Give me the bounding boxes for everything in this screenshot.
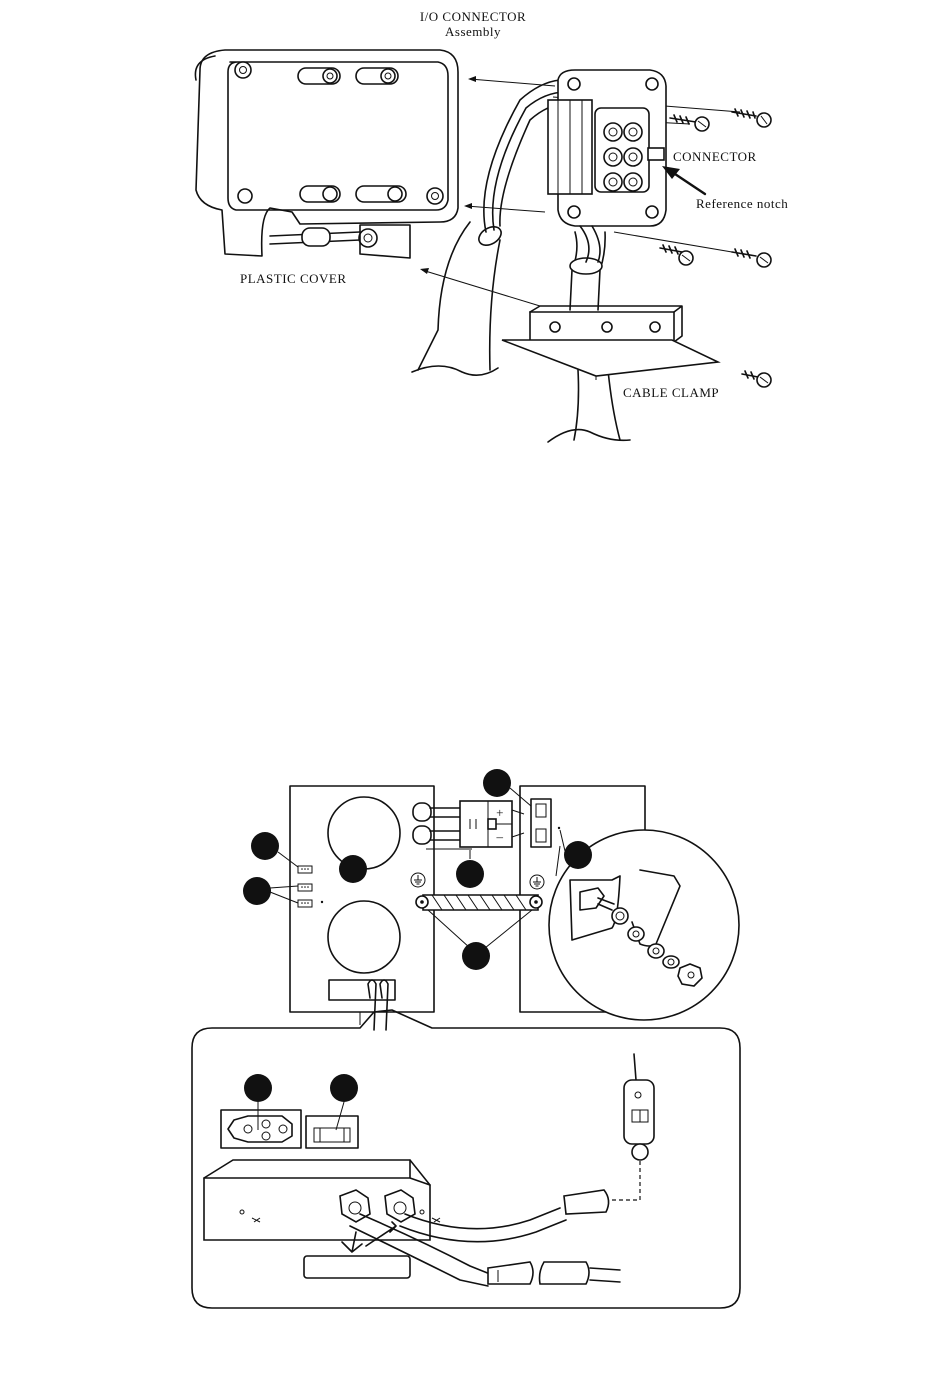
figure-subtitle: Assembly — [445, 24, 501, 39]
label-connector: CONNECTOR — [673, 149, 757, 164]
cover-boss — [298, 68, 340, 84]
cover-boss — [356, 68, 398, 84]
callout-marker — [251, 832, 279, 860]
plus-sign: + — [496, 805, 504, 820]
power-connector: + – — [426, 801, 524, 859]
mounting-hole — [568, 206, 580, 218]
reference-notch-arrow — [662, 166, 705, 194]
cover-boss — [356, 186, 406, 202]
mounting-hole — [568, 78, 580, 90]
screw — [742, 371, 771, 387]
label-cable-clamp: CABLE CLAMP — [623, 385, 719, 400]
cable-clamp — [502, 306, 718, 380]
cover-boss — [300, 186, 340, 202]
wiring-figure: + – — [192, 769, 740, 1308]
screw — [660, 245, 693, 265]
callout-marker — [483, 769, 511, 797]
minus-sign: – — [496, 829, 504, 844]
dsub-connector — [298, 884, 312, 891]
handheld-remote — [624, 1054, 654, 1160]
speaker-opening — [328, 797, 400, 869]
callout-marker — [330, 1074, 358, 1102]
label-reference-notch: Reference notch — [696, 196, 788, 211]
callout-marker — [244, 1074, 272, 1102]
ground-strap — [416, 895, 542, 948]
blank-label-plate — [304, 1256, 410, 1278]
ground-symbol-icon — [411, 873, 425, 887]
label-plastic-cover: PLASTIC COVER — [240, 271, 347, 286]
cable-plug — [564, 1190, 609, 1214]
mounting-hole — [646, 78, 658, 90]
speaker-opening — [328, 901, 400, 973]
callout-marker — [243, 877, 271, 905]
left-cabinet — [290, 786, 434, 1030]
callout-marker — [462, 942, 490, 970]
io-connector-figure: I/O CONNECTOR Assembly — [195, 9, 788, 442]
mounting-hole — [646, 206, 658, 218]
cover-screw-hole — [238, 189, 252, 203]
fuse-symbol — [306, 1102, 358, 1148]
detail-panel — [192, 1010, 740, 1308]
power-inlet — [531, 799, 551, 847]
callout-marker — [456, 860, 484, 888]
figure-title: I/O CONNECTOR — [420, 9, 526, 24]
cable-plug — [488, 1262, 533, 1284]
callout-marker — [339, 855, 367, 883]
callout-marker — [564, 841, 592, 869]
pin-connector-symbol — [221, 1102, 301, 1148]
dsub-connector — [298, 900, 312, 907]
screw — [732, 249, 771, 267]
cover-screw-hole — [235, 62, 251, 78]
plastic-cover — [195, 50, 458, 258]
cable-plug — [540, 1262, 621, 1284]
cover-screw-hole — [427, 188, 443, 204]
ground-symbol-icon — [530, 875, 544, 889]
cable-panel — [329, 980, 395, 1000]
io-connector — [548, 70, 666, 226]
reference-notch — [648, 148, 664, 160]
cover-boss — [302, 228, 330, 246]
dsub-connector — [298, 866, 312, 873]
